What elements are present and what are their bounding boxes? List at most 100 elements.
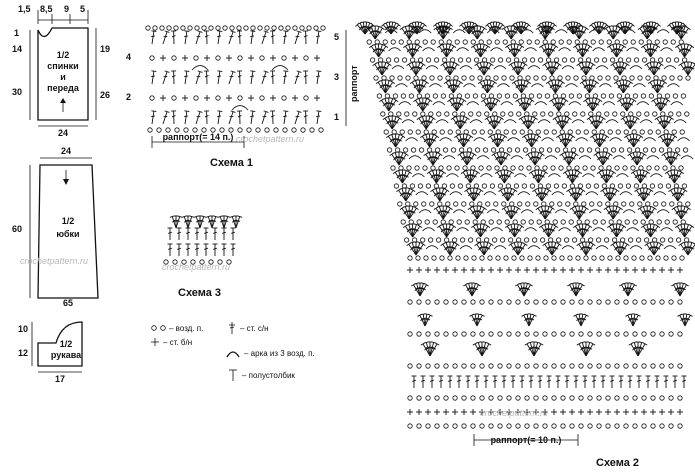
chain-arch [493,65,507,70]
single-crochet [470,409,476,415]
chain-stitch [650,363,656,369]
chain-stitch [403,237,410,243]
chain-stitch [190,259,196,265]
chain-stitch [485,201,491,207]
chain-stitch [440,93,446,99]
single-crochet [443,409,449,415]
chain-stitch [423,129,429,135]
chain-stitch [512,93,519,99]
chain-stitch [439,255,445,261]
chain-stitch [497,299,503,305]
chain-stitch [373,75,379,81]
single-crochet [407,409,413,415]
double-crochet [483,62,494,76]
chain-arch [452,209,466,214]
chain-stitch [448,93,454,99]
chain-stitch [397,75,403,81]
chain-stitch [641,57,648,63]
chain-stitch [597,201,603,207]
chain-arch [663,245,677,250]
double-crochet [476,206,487,220]
double-crochet [672,375,678,388]
chain-stitch [654,165,660,171]
chain-stitch [481,183,487,189]
chain-stitch [657,183,664,189]
chain-stitch [536,93,543,99]
chain-stitch [381,75,387,81]
chain-stitch [300,127,306,133]
chain-stitch [497,395,503,401]
chain-stitch [560,363,566,369]
chain-stitch [609,183,616,189]
double-crochet [565,134,576,148]
double-crochet [629,116,640,130]
chain-stitch [652,111,658,117]
bodice-right-dim-2: 26 [100,90,110,100]
double-crochet [618,375,624,388]
chain-stitch [537,183,544,189]
chain-stitch [400,219,406,225]
chain-stitch [199,259,205,265]
chain-stitch [291,127,297,133]
bodice-label-4: переда [47,83,80,93]
chain-arch [656,29,670,34]
double-crochet [466,152,477,166]
double-crochet [194,227,200,240]
chain-stitch [201,25,207,31]
chain-stitch [670,39,676,45]
scheme1-caption: Схема 1 [210,157,253,169]
chain-stitch [441,183,447,189]
chain-stitch [575,129,581,135]
bodice-left-dim-2: 14 [12,44,22,54]
double-crochet [546,375,552,388]
chain-stitch [217,259,223,265]
chain-arch [622,209,636,214]
double-crochet [211,215,219,229]
single-crochet [569,267,575,273]
chain-stitch [542,423,548,429]
single-crochet [596,409,602,415]
chain-arch [609,137,622,142]
chain-stitch [514,147,521,153]
chain-stitch [432,219,438,225]
chain-stitch [650,423,656,429]
chain-stitch [553,183,560,189]
chain-stitch [515,363,521,369]
chain-stitch [501,75,507,81]
chain-stitch [398,39,404,45]
chain-stitch [468,111,474,117]
double-crochet [412,44,423,58]
double-crochet [228,70,236,85]
double-crochet [585,342,596,357]
chain-stitch [521,183,528,189]
chain-stitch [632,395,638,401]
chain-stitch [437,75,443,81]
chain-stitch [589,75,595,81]
chain-stitch [479,255,485,261]
chain-stitch [633,57,640,63]
chain-stitch [534,165,540,171]
chain-arch [405,137,418,142]
chain-stitch [437,201,443,207]
chain-stitch [592,93,599,99]
double-crochet [572,22,583,35]
chain-stitch [486,39,492,45]
chain-stitch [222,25,228,31]
chain-stitch [452,111,458,117]
chain-stitch [606,165,612,171]
chain-arch [191,65,209,71]
chain-stitch [466,147,473,153]
double-crochet [520,22,531,35]
chain-arch [527,245,541,250]
chain-arch [425,65,439,70]
double-crochet [184,70,190,85]
chain-stitch [187,25,193,31]
chain-arch [415,191,429,196]
chain-stitch [401,183,407,189]
chain-stitch [608,93,615,99]
double-crochet [176,227,182,240]
chain-stitch [662,39,668,45]
chain-stitch [478,165,484,171]
chain-stitch [542,363,548,369]
single-crochet [659,409,665,415]
